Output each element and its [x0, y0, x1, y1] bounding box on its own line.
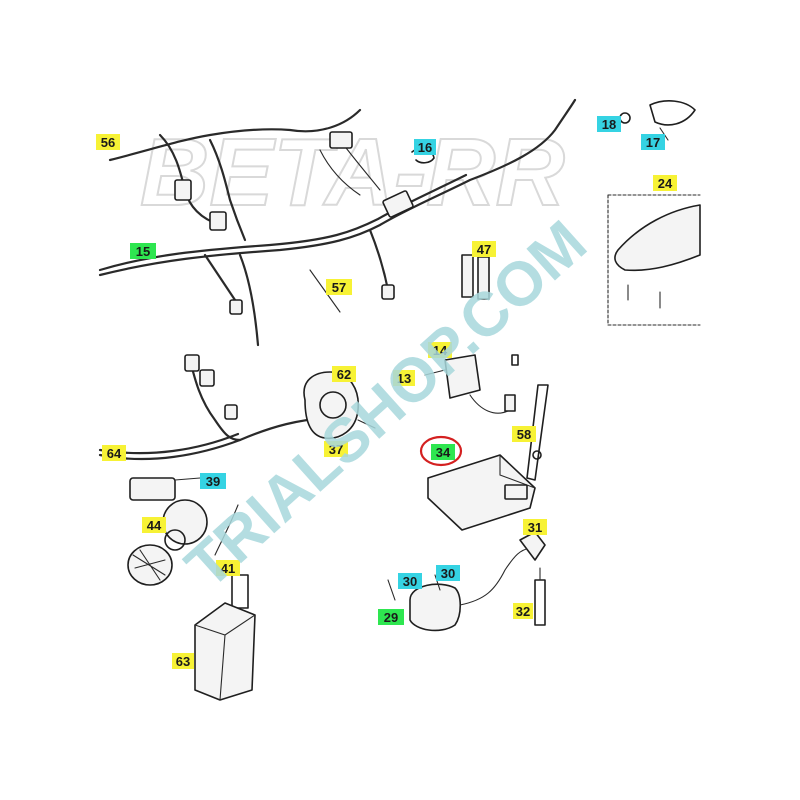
callout-label: 56	[101, 135, 115, 150]
parts-layer	[98, 98, 701, 701]
callout-label: 15	[136, 244, 150, 259]
callout-label: 62	[337, 367, 351, 382]
callout-17: 17	[641, 134, 665, 150]
callout-label: 32	[516, 604, 530, 619]
callout-layer: 56 15 16 18 17 24 47 57 14 13 62 58 37 34 64 39 44 31 41 30…	[96, 116, 677, 669]
callout-37: 37	[324, 441, 348, 457]
callout-label: 63	[176, 654, 190, 669]
callout-30b: 30	[436, 565, 460, 581]
callout-58: 58	[512, 426, 536, 442]
bracket-41	[231, 574, 249, 609]
ignition-coil	[387, 547, 531, 632]
callout-bg	[393, 370, 415, 386]
callout-bg	[428, 342, 452, 358]
callout-label: 31	[528, 520, 542, 535]
callout-bg	[172, 653, 194, 669]
callout-label: 47	[477, 242, 491, 257]
callout-label: 37	[329, 442, 343, 457]
cdi-unit	[427, 454, 536, 531]
callout-29: 29	[378, 609, 404, 625]
spark-cap-31	[519, 531, 546, 561]
callout-label: 16	[418, 140, 432, 155]
callout-bg	[332, 366, 356, 382]
callout-47: 47	[472, 241, 496, 257]
callout-16: 16	[414, 139, 436, 155]
callout-15: 15	[130, 243, 156, 259]
callout-bg	[436, 565, 460, 581]
callout-57: 57	[326, 279, 352, 295]
callout-label: 44	[147, 518, 162, 533]
callout-bg	[142, 517, 166, 533]
callout-bg	[523, 519, 547, 535]
callout-bg	[130, 243, 156, 259]
callout-62: 62	[332, 366, 356, 382]
callout-label: 17	[646, 135, 660, 150]
callout-label: 57	[332, 280, 346, 295]
callout-label: 30	[441, 566, 455, 581]
callout-bg	[324, 441, 348, 457]
callout-bg	[378, 609, 404, 625]
callout-label: 18	[602, 117, 616, 132]
callout-bg	[216, 560, 240, 576]
callout-63: 63	[172, 653, 194, 669]
callout-bg	[200, 473, 226, 489]
callout-56: 56	[96, 134, 120, 150]
callout-bg	[326, 279, 352, 295]
callout-32: 32	[513, 603, 533, 619]
spark-plug-32	[534, 579, 546, 626]
headlight-part	[127, 477, 208, 586]
callout-bg	[414, 139, 436, 155]
callout-64: 64	[102, 445, 126, 461]
callout-bg	[513, 603, 533, 619]
callout-24: 24	[653, 175, 677, 191]
callout-18: 18	[597, 116, 621, 132]
screw-57-shape	[309, 269, 341, 313]
callout-label: 39	[206, 474, 220, 489]
callout-label: 64	[107, 446, 122, 461]
callout-bg	[597, 116, 621, 132]
callout-label: 24	[658, 176, 673, 191]
callout-39: 39	[200, 473, 226, 489]
callout-label: 14	[433, 343, 448, 358]
callout-30a: 30	[398, 573, 422, 589]
inset-box-24	[607, 194, 701, 326]
callout-bg	[641, 134, 665, 150]
callout-bg	[398, 573, 422, 589]
callout-label: 41	[221, 561, 235, 576]
callout-label: 58	[517, 427, 531, 442]
regulator-part	[424, 354, 519, 414]
callout-label: 30	[403, 574, 417, 589]
callout-bg	[472, 241, 496, 257]
callout-41: 41	[216, 560, 240, 576]
callout-label: 13	[397, 371, 411, 386]
bracket-58	[526, 384, 549, 481]
stator-part	[303, 371, 376, 439]
callout-bg	[431, 444, 455, 460]
callout-bg	[102, 445, 126, 461]
callout-label: 34	[436, 445, 451, 460]
callout-31: 31	[523, 519, 547, 535]
wiring-harness	[98, 98, 577, 461]
callout-label: 29	[384, 610, 398, 625]
callout-34: 34	[431, 444, 455, 460]
highlight-ring	[419, 435, 463, 467]
callout-44: 44	[142, 517, 166, 533]
callout-13: 13	[393, 370, 415, 386]
callout-bg	[653, 175, 677, 191]
callout-bg	[96, 134, 120, 150]
callout-bg	[512, 426, 536, 442]
battery-box	[194, 602, 256, 701]
callout-14: 14	[428, 342, 452, 358]
